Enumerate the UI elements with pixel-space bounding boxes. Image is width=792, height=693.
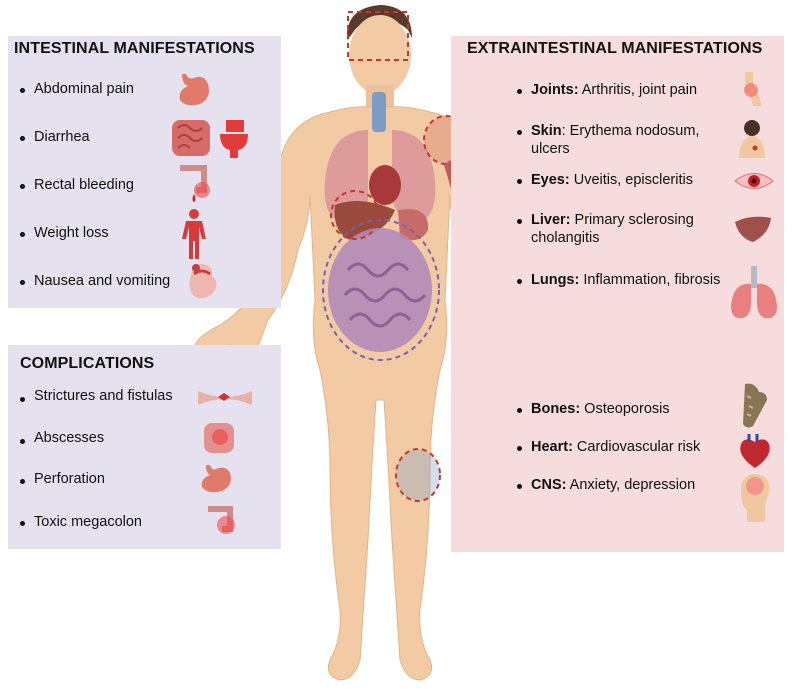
intestinal-item-abdominal-pain: Abdominal pain (34, 81, 134, 97)
bullet (20, 439, 25, 444)
abscess-intestine-icon (202, 421, 236, 455)
extra-item-cns: CNS: Anxiety, depression (531, 476, 695, 494)
intestinal-manifestations-panel: INTESTINAL MANIFESTATIONS Abdominal pain… (8, 36, 281, 308)
extra-item-joints: Joints: Arthritis, joint pain (531, 81, 697, 99)
complications-item-strictures: Strictures and fistulas (34, 388, 173, 404)
organ-label: Liver: (531, 212, 571, 228)
stomach-organ (398, 209, 429, 241)
extra-item-heart: Heart: Cardiovascular risk (531, 438, 700, 456)
bullet (517, 179, 522, 184)
bullet (517, 408, 522, 413)
head (349, 15, 411, 95)
colon-bleeding-icon (174, 162, 214, 204)
lung-right (324, 130, 368, 222)
intestine-toilet-icon (170, 116, 250, 160)
brain-head-icon (737, 472, 773, 524)
bullet (517, 279, 522, 284)
organ-label: CNS: (531, 477, 567, 493)
liver-icon (733, 214, 773, 244)
bullet (20, 88, 25, 93)
bullet (20, 521, 25, 526)
organ-label: Heart: (531, 439, 573, 455)
nausea-icon (184, 262, 222, 302)
intestinal-item-weight-loss: Weight loss (34, 225, 109, 241)
chest-highlight (330, 190, 380, 240)
complications-panel: COMPLICATIONS Strictures and fistulas Ab… (8, 345, 281, 549)
extra-item-lungs: Lungs: Inflammation, fibrosis (531, 271, 720, 289)
organ-desc: Primary sclerosing cholangitis (531, 212, 694, 246)
extra-item-liver: Liver: Primary sclerosing cholangitis (531, 211, 721, 247)
heart-icon (735, 432, 775, 472)
intestinal-item-nausea-vomiting: Nausea and vomiting (34, 273, 171, 289)
intestinal-title: INTESTINAL MANIFESTATIONS (14, 40, 255, 57)
perforated-stomach-icon (198, 463, 236, 495)
organ-desc: Cardiovascular risk (572, 439, 701, 455)
stricture-icon (196, 385, 254, 411)
small-intestine-loops (343, 262, 427, 328)
extraintestinal-title: EXTRAINTESTINAL MANIFESTATIONS (467, 40, 763, 57)
complications-item-perforation: Perforation (34, 471, 105, 487)
heart-organ (369, 165, 401, 205)
bullet (20, 136, 25, 141)
organ-desc: Arthritis, joint pain (578, 82, 698, 98)
liver-organ (334, 201, 395, 240)
bullet (20, 479, 25, 484)
skin-back-icon (735, 118, 769, 158)
organ-label: Joints: (531, 82, 579, 98)
bullet (517, 89, 522, 94)
scalp-highlight (347, 11, 409, 61)
human-figure-icon (180, 208, 208, 260)
knee-highlight (395, 448, 441, 502)
intestinal-item-diarrhea: Diarrhea (34, 129, 90, 145)
trachea (372, 92, 386, 132)
intestine-organ (328, 228, 432, 352)
organ-desc: Anxiety, depression (566, 477, 696, 493)
extraintestinal-manifestations-panel: EXTRAINTESTINAL MANIFESTATIONS Joints: A… (451, 36, 784, 552)
megacolon-icon (202, 503, 240, 539)
extra-item-bones: Bones: Osteoporosis (531, 400, 670, 418)
bone-icon (737, 382, 771, 430)
complications-item-toxic-megacolon: Toxic megacolon (34, 514, 142, 530)
bullet (20, 280, 25, 285)
stomach-icon (174, 70, 214, 108)
organ-desc: Uveitis, episcleritis (569, 172, 693, 188)
abdomen-highlight (322, 219, 440, 361)
organ-desc: Osteoporosis (580, 401, 670, 417)
complications-title: COMPLICATIONS (20, 355, 155, 372)
extra-item-eyes: Eyes: Uveitis, episcleritis (531, 171, 693, 189)
complications-item-abscesses: Abscesses (34, 430, 105, 446)
lungs-icon (729, 266, 779, 322)
organ-label: Skin (531, 123, 562, 139)
organ-label: Eyes: (531, 172, 570, 188)
bullet (517, 219, 522, 224)
bullet (517, 484, 522, 489)
bullet (20, 232, 25, 237)
organ-desc: Inflammation, fibrosis (579, 272, 721, 288)
hair (346, 5, 412, 40)
eye-icon (733, 170, 775, 192)
intestinal-item-rectal-bleeding: Rectal bleeding (34, 177, 134, 193)
bullet (20, 184, 25, 189)
joint-icon (735, 70, 765, 110)
bullet (517, 446, 522, 451)
organ-desc: : Erythema nodosum, ulcers (531, 123, 700, 157)
bullet (20, 397, 25, 402)
organ-label: Bones: (531, 401, 581, 417)
organ-label: Lungs: (531, 272, 580, 288)
extra-item-skin: Skin: Erythema nodosum, ulcers (531, 122, 721, 158)
bullet (517, 130, 522, 135)
lung-left (392, 130, 436, 222)
